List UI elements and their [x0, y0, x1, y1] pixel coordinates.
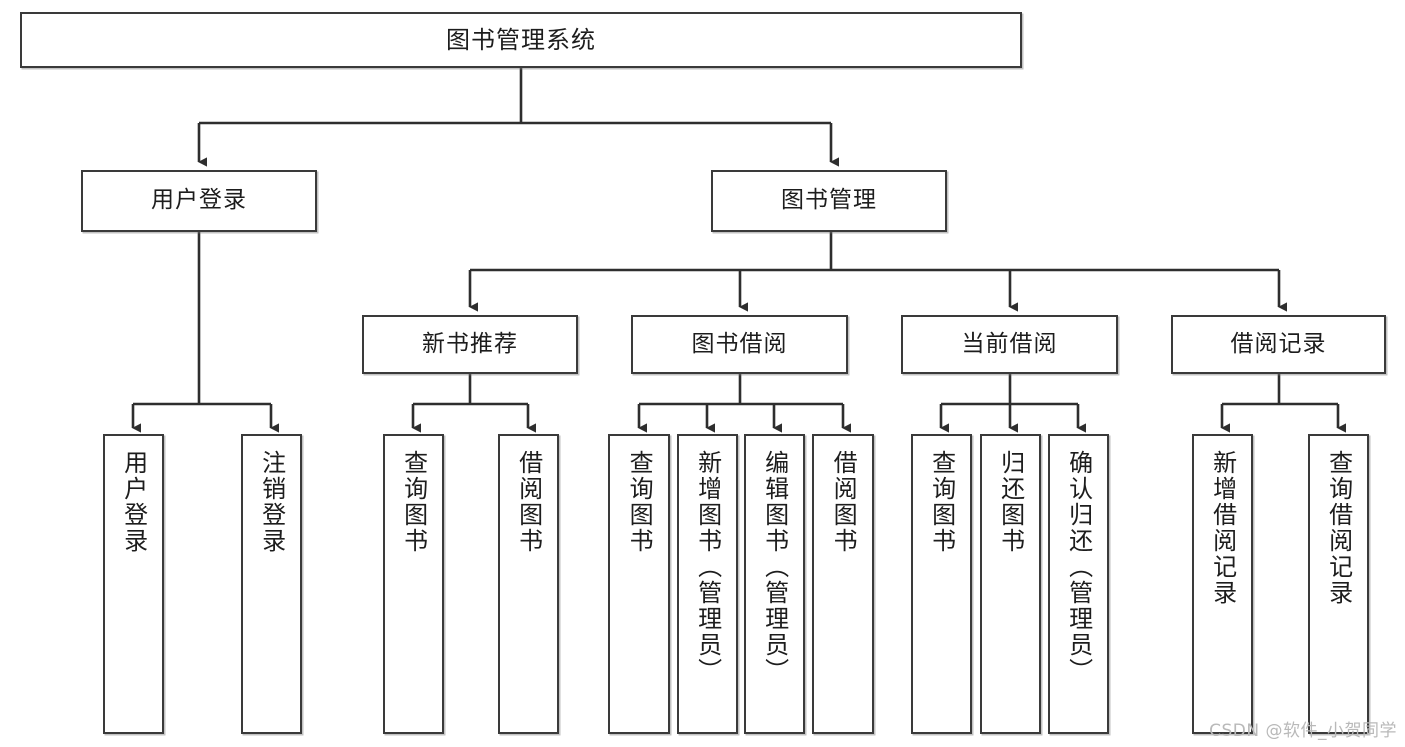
leaf-record-add[interactable]: 新增借阅记录: [1192, 434, 1253, 734]
leaf-borrow-add-book[interactable]: 新增图书（管理员）: [677, 434, 738, 734]
leaf-label: 注销登录: [257, 450, 286, 554]
leaf-label: 用户登录: [119, 450, 148, 554]
leaf-label: 新增图书（管理员）: [693, 450, 722, 684]
node-book-management[interactable]: 图书管理: [711, 170, 947, 232]
leaf-borrow-query-book[interactable]: 查询图书: [608, 434, 670, 734]
leaf-new-book-query[interactable]: 查询图书: [383, 434, 444, 734]
leaf-user-login-signout[interactable]: 注销登录: [241, 434, 302, 734]
leaf-label: 新增借阅记录: [1208, 450, 1237, 606]
node-root-system[interactable]: 图书管理系统: [20, 12, 1022, 68]
leaf-borrow-edit-book[interactable]: 编辑图书（管理员）: [744, 434, 805, 734]
node-book-borrow[interactable]: 图书借阅: [631, 315, 848, 374]
leaf-label: 编辑图书（管理员）: [760, 450, 789, 684]
leaf-label: 确认归还（管理员）: [1064, 450, 1093, 684]
leaf-label: 查询借阅记录: [1324, 450, 1353, 606]
leaf-user-login-signin[interactable]: 用户登录: [103, 434, 164, 734]
leaf-new-book-borrow[interactable]: 借阅图书: [498, 434, 559, 734]
leaf-borrow-borrow-book[interactable]: 借阅图书: [812, 434, 874, 734]
leaf-label: 借阅图书: [514, 450, 543, 554]
csdn-watermark: CSDN @软件_小贺同学: [1209, 721, 1397, 741]
leaf-label: 查询图书: [625, 450, 654, 554]
node-borrow-record[interactable]: 借阅记录: [1171, 315, 1386, 374]
leaf-label: 归还图书: [996, 450, 1025, 554]
node-new-book-recommend[interactable]: 新书推荐: [362, 315, 578, 374]
leaf-label: 查询图书: [399, 450, 428, 554]
leaf-current-confirm-return[interactable]: 确认归还（管理员）: [1048, 434, 1109, 734]
leaf-label: 查询图书: [927, 450, 956, 554]
node-user-login[interactable]: 用户登录: [81, 170, 317, 232]
leaf-current-query-book[interactable]: 查询图书: [911, 434, 972, 734]
leaf-record-query[interactable]: 查询借阅记录: [1308, 434, 1369, 734]
leaf-current-return-book[interactable]: 归还图书: [980, 434, 1041, 734]
node-current-borrow[interactable]: 当前借阅: [901, 315, 1118, 374]
leaf-label: 借阅图书: [829, 450, 858, 554]
